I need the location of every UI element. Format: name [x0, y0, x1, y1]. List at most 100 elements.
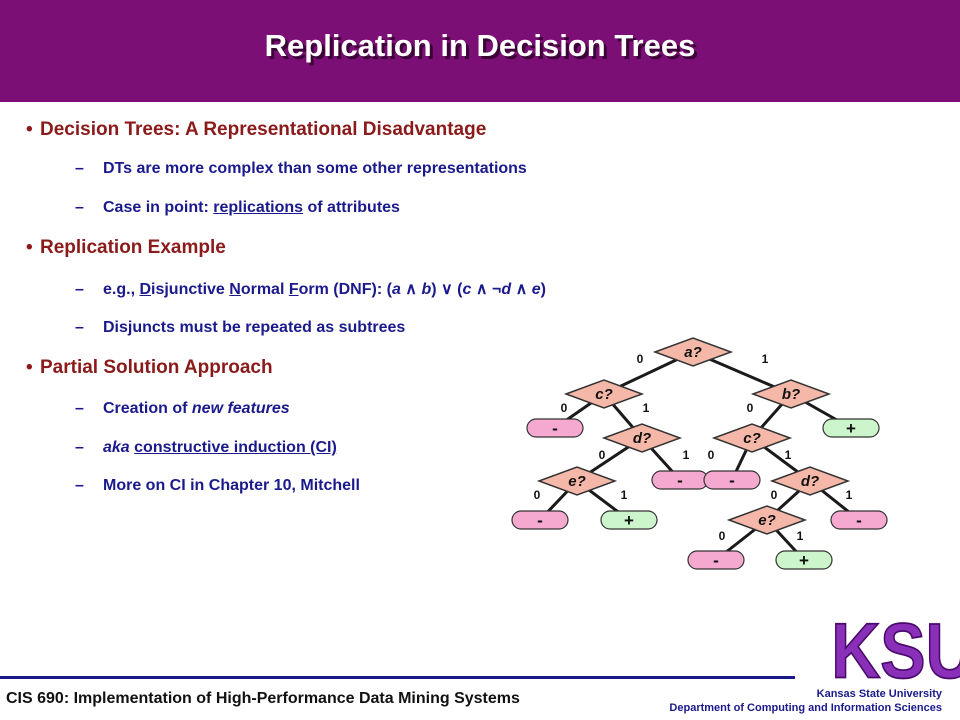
decision-node-label: d?: [801, 473, 819, 490]
sub-bullet-complex: –DTs are more complex than some other re…: [75, 160, 527, 177]
dnf-orm: orm (DNF): (: [298, 281, 392, 298]
var-a: a: [391, 281, 401, 298]
leaf-label: +: [624, 511, 634, 530]
branch-label: 0: [637, 352, 644, 366]
decision-node-c1: c?: [563, 379, 645, 409]
leaf-label: -: [713, 551, 719, 570]
sub-bullet-dnf: –e.g., Disjunctive Normal Form (DNF): (a…: [75, 281, 546, 298]
sub-bullet-text: Disjuncts must be repeated as subtrees: [103, 319, 406, 336]
decision-node-e1: e?: [536, 466, 618, 496]
replications-term: replications: [213, 199, 304, 216]
branch-label: 1: [797, 529, 804, 543]
branch-label: 0: [561, 401, 568, 415]
sub-bullet-disjuncts: –Disjuncts must be repeated as subtrees: [75, 319, 406, 336]
department-name: Department of Computing and Information …: [669, 702, 942, 714]
sub-bullet-more-on-ci: –More on CI in Chapter 10, Mitchell: [75, 477, 360, 494]
ksu-logo-text: KSU: [831, 607, 960, 695]
leaf-box: [703, 470, 761, 490]
decision-node-diamond: [750, 379, 832, 409]
decision-node-diamond: [711, 423, 793, 453]
title-bar: [0, 0, 960, 102]
bullet-dot: •: [26, 357, 33, 378]
negative-leaf-l7: -: [830, 510, 888, 530]
bullet-replication-example: • Replication Example: [26, 237, 226, 259]
and-symbol-3: ∧: [511, 281, 532, 298]
dnf-isjunctive: isjunctive: [151, 281, 230, 298]
branch-label: 1: [621, 488, 628, 502]
positive-leaf-l6: +: [600, 510, 658, 530]
bullet-text: Partial Solution Approach: [40, 357, 273, 378]
branch-label: 0: [534, 488, 541, 502]
decision-node-diamond: [536, 466, 618, 496]
branch-label: 0: [708, 448, 715, 462]
dnf-ormal: ormal: [240, 281, 289, 298]
decision-node-a: a?: [652, 337, 734, 367]
decision-node-diamond: [726, 505, 808, 535]
decision-node-label: a?: [684, 344, 702, 361]
sub-bullet-text: Case in point:: [103, 199, 214, 216]
and-symbol: ∧: [400, 281, 422, 298]
decision-node-diamond: [652, 337, 734, 367]
decision-node-label: c?: [595, 386, 613, 403]
positive-leaf-l9: +: [775, 550, 833, 570]
branch-label: 0: [719, 529, 726, 543]
negative-leaf-l5: -: [511, 510, 569, 530]
decision-node-label: e?: [758, 512, 776, 529]
new-features-term: new features: [191, 400, 290, 417]
decision-node-label: d?: [633, 430, 651, 447]
decision-node-label: b?: [782, 386, 800, 403]
leaf-box: [600, 510, 658, 530]
leaf-label: -: [729, 471, 735, 490]
var-not-d: ¬d: [492, 281, 512, 298]
footer-divider: [0, 676, 795, 679]
tree-nodes: a? c? b? d? c? e? d? e? - + - - - + - - +: [511, 337, 888, 570]
close-paren: ): [540, 281, 546, 298]
leaf-label: +: [799, 551, 809, 570]
branch-label: 1: [785, 448, 792, 462]
bullet-dot: •: [26, 237, 33, 258]
bullet-decision-trees: • Decision Trees: A Representational Dis…: [26, 119, 487, 141]
decision-node-d2: d?: [769, 466, 851, 496]
leaf-label: -: [856, 511, 862, 530]
sub-bullet-replications: –Case in point: replications of attribut…: [75, 199, 400, 216]
course-title: CIS 690: Implementation of High-Performa…: [6, 690, 520, 707]
dnf-d: D: [139, 281, 152, 298]
decision-node-diamond: [769, 466, 851, 496]
sub-bullet-text-end: of attributes: [303, 199, 400, 216]
leaf-label: -: [552, 419, 558, 438]
decision-node-diamond: [601, 423, 683, 453]
sub-bullet-text: Creation of: [103, 400, 192, 417]
aka-term: aka: [103, 439, 130, 456]
leaf-box: [526, 418, 584, 438]
or-symbol: ) ∨ (: [431, 281, 463, 298]
branch-label: 1: [846, 488, 853, 502]
leaf-label: +: [846, 419, 856, 438]
branch-label: 1: [643, 401, 650, 415]
branch-label: 1: [683, 448, 690, 462]
sub-bullet-new-features: –Creation of new features: [75, 400, 290, 417]
decision-node-b: b?: [750, 379, 832, 409]
constructive-induction-term: constructive induction (CI): [134, 439, 337, 456]
leaf-label: -: [537, 511, 543, 530]
branch-label: 0: [747, 401, 754, 415]
leaf-box: [511, 510, 569, 530]
decision-node-d1: d?: [601, 423, 683, 453]
bullet-partial-solution: • Partial Solution Approach: [26, 357, 273, 379]
leaf-box: [775, 550, 833, 570]
sub-bullet-text: DTs are more complex than some other rep…: [103, 160, 527, 177]
bullet-text: Replication Example: [40, 237, 226, 258]
bullet-text: Decision Trees: A Representational Disad…: [40, 119, 487, 140]
dnf-n: N: [229, 281, 241, 298]
branch-label: 0: [771, 488, 778, 502]
leaf-box: [830, 510, 888, 530]
leaf-label: -: [677, 471, 683, 490]
negative-leaf-l8: -: [687, 550, 745, 570]
decision-node-e2: e?: [726, 505, 808, 535]
leaf-box: [687, 550, 745, 570]
decision-node-label: c?: [743, 430, 761, 447]
var-b: b: [421, 281, 432, 298]
branch-label: 0: [599, 448, 606, 462]
positive-leaf-l2: +: [822, 418, 880, 438]
